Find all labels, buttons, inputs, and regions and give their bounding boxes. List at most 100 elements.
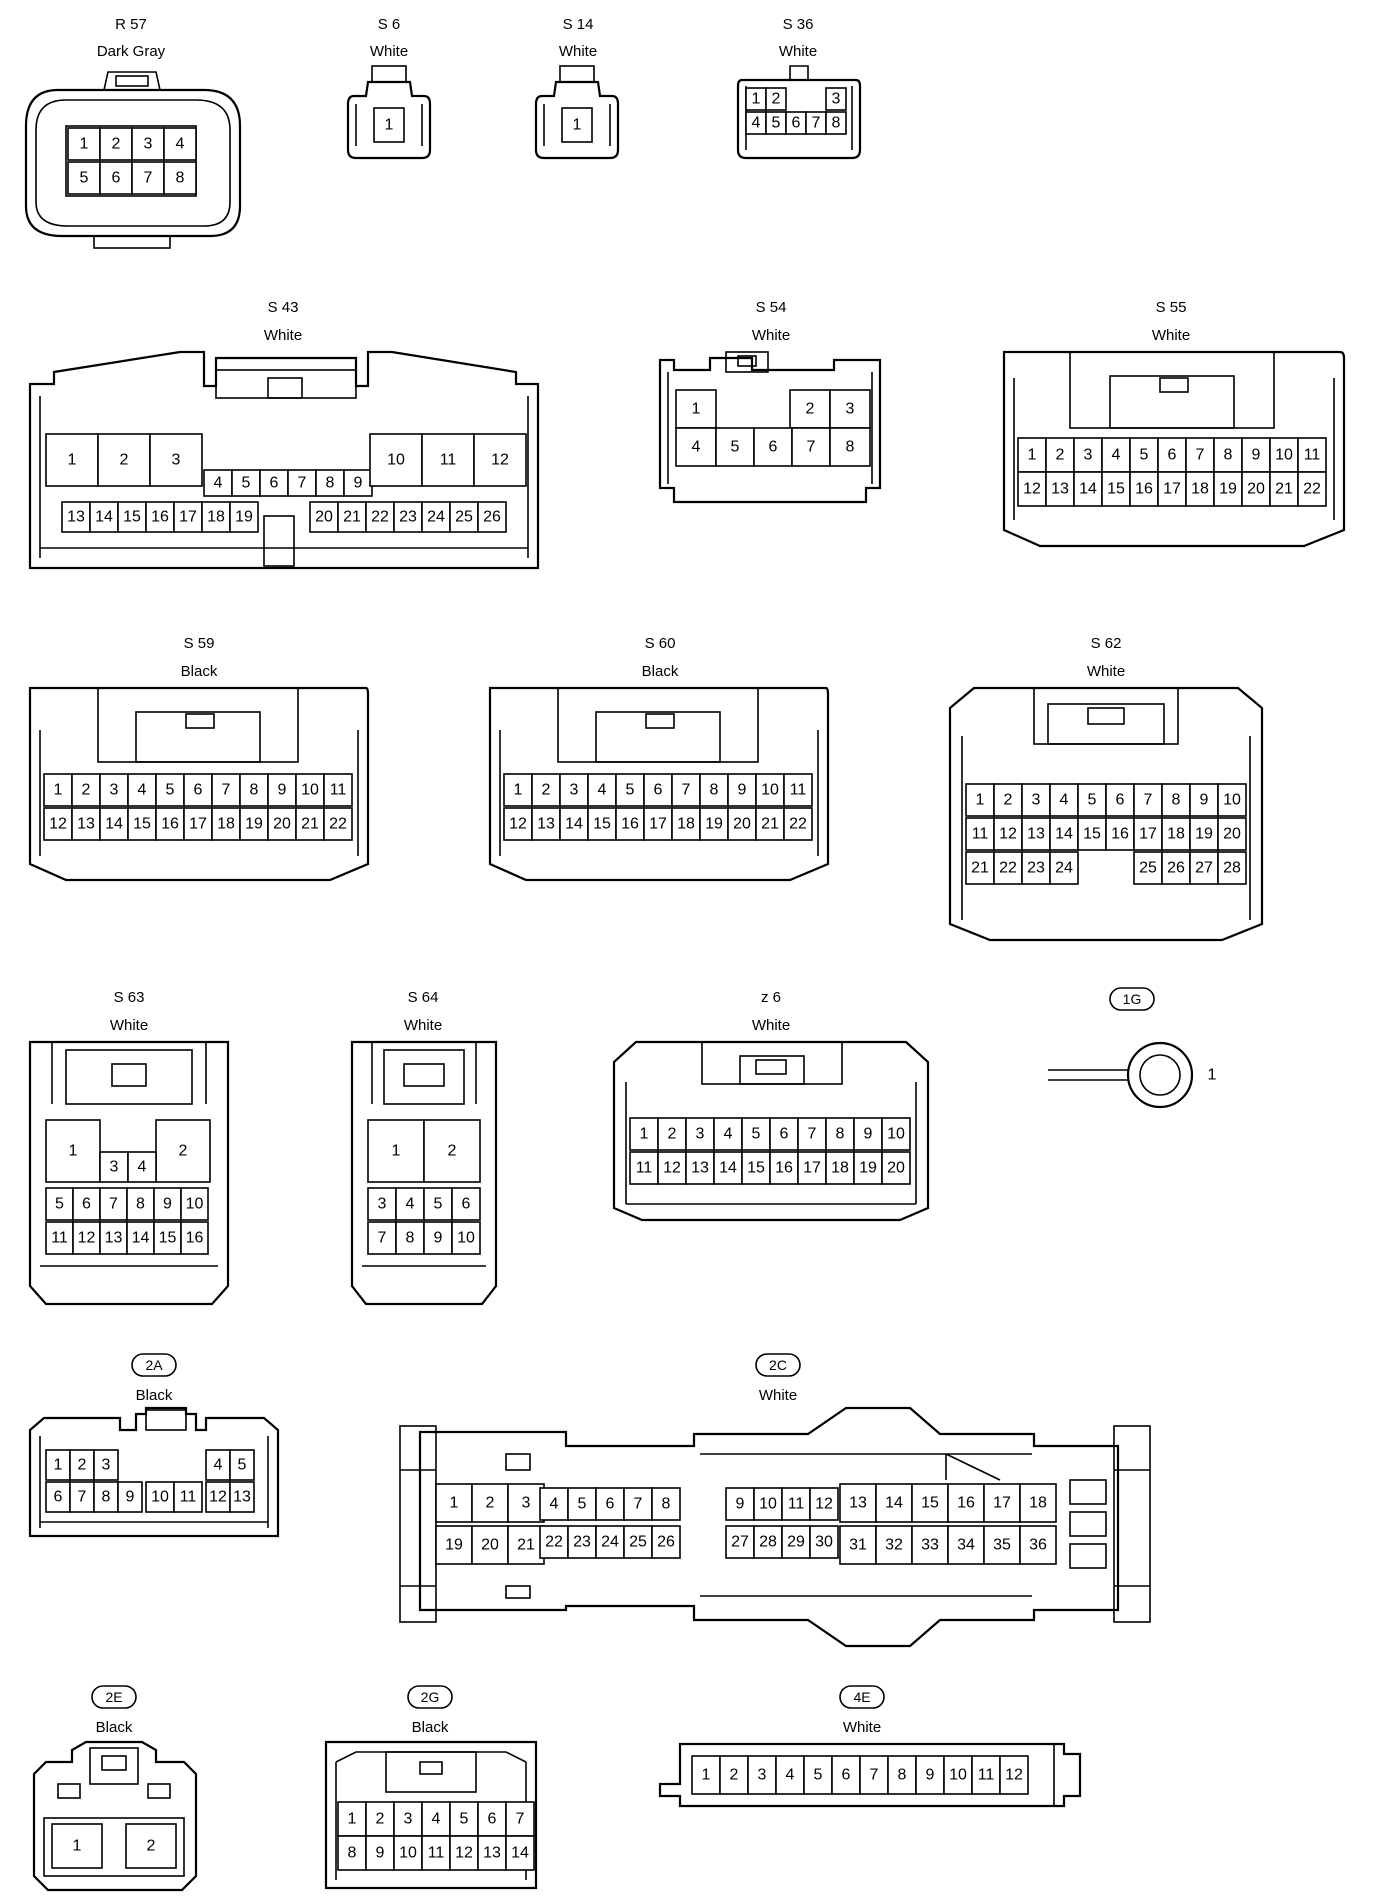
connector-z6: z 6 White [612, 989, 930, 1222]
pin-label: 7 [807, 439, 816, 456]
pin-cavity [1105, 817, 1135, 851]
pin-cavity [651, 1525, 681, 1559]
pin-label: 2 [448, 1143, 457, 1160]
pin-label: 24 [427, 509, 445, 526]
pin-label: 14 [132, 1230, 150, 1247]
pin-label: 12 [815, 1496, 833, 1513]
pin-label: 2 [82, 782, 91, 799]
pin-cavity [201, 501, 231, 533]
pin-label: 1 [1208, 1067, 1217, 1084]
pin-cavity [657, 1151, 687, 1185]
pin-label: 22 [371, 509, 389, 526]
connector-code-oval [839, 1685, 885, 1709]
pin-cavity [93, 1449, 119, 1481]
pin-label: 10 [949, 1767, 967, 1784]
pin-label: 11 [330, 782, 347, 799]
pin-cavity [471, 1483, 509, 1523]
connector-color: White [759, 1387, 797, 1404]
pin-label: 22 [789, 816, 807, 833]
pin-label: 7 [812, 115, 821, 132]
pin-label: 21 [301, 816, 319, 833]
pin-label: 20 [733, 816, 751, 833]
pin-cavity [675, 389, 717, 429]
pin-cavity [789, 389, 831, 429]
pin-cavity [859, 1755, 889, 1795]
pin-cavity [125, 1823, 177, 1869]
pin-label: 2 [486, 1495, 495, 1512]
pin-label: 12 [491, 452, 509, 469]
pin-label: 7 [808, 1126, 817, 1143]
pin-cavity [643, 807, 673, 841]
pin-label: 20 [273, 816, 291, 833]
pin-cavity [765, 87, 787, 111]
pin-label: 5 [626, 782, 635, 799]
pin-label: 18 [831, 1160, 849, 1177]
pin-cavity [629, 1151, 659, 1185]
pin-label: 27 [1195, 860, 1213, 877]
pin-cavity [180, 1187, 209, 1221]
pin-label: 1 [1028, 447, 1037, 464]
pin-label: 3 [696, 1126, 705, 1143]
pin-label: 25 [1139, 860, 1157, 877]
connector-color: Black [412, 1719, 449, 1736]
pin-label: 8 [406, 1230, 415, 1247]
pin-label: 2 [542, 782, 551, 799]
pin-cavity [423, 1119, 481, 1183]
pin-label: 9 [126, 1489, 135, 1506]
pin-label: 14 [1079, 481, 1097, 498]
pin-label: 17 [803, 1160, 821, 1177]
pin-label: 16 [621, 816, 639, 833]
pin-label: 17 [189, 816, 207, 833]
pin-label: 5 [814, 1767, 823, 1784]
pin-cavity [180, 1221, 209, 1255]
pin-cavity [153, 1221, 182, 1255]
pin-cavity [505, 1801, 535, 1837]
pin-cavity [45, 1449, 71, 1481]
pin-cavity [1297, 471, 1327, 507]
pin-label: 28 [1223, 860, 1241, 877]
connector-color: Black [642, 663, 679, 680]
pin-label: 17 [993, 1495, 1011, 1512]
pin-label: 11 [790, 782, 807, 799]
pin-label: 18 [1029, 1495, 1047, 1512]
pin-cavity [315, 469, 345, 497]
connector-S36: S 36 White [736, 16, 862, 160]
pin-label: 7 [222, 782, 231, 799]
pin-cavity [999, 1755, 1029, 1795]
connector-color: Black [136, 1387, 173, 1404]
pin-label: 2 [730, 1767, 739, 1784]
pin-label: 3 [144, 136, 153, 153]
pin-label: 9 [1252, 447, 1261, 464]
pin-cavity [1073, 471, 1103, 507]
pin-cavity [1049, 783, 1079, 817]
connector-code: S 54 [756, 299, 787, 316]
pin-cavity [1269, 471, 1299, 507]
pin-label: 12 [999, 826, 1017, 843]
pin-cavity [1021, 817, 1051, 851]
pin-cavity [205, 1449, 231, 1481]
pin-cavity [99, 161, 133, 195]
pin-label: 11 [978, 1767, 995, 1784]
connector-code: S 14 [563, 16, 594, 33]
pin-cavity [615, 807, 645, 841]
pin-cavity [1189, 817, 1219, 851]
connector-S59: S 59 Black [28, 635, 370, 882]
pin-cavity [1241, 437, 1271, 473]
pin-label: 10 [1275, 447, 1293, 464]
pin-cavity [99, 1151, 129, 1183]
pin-label: 9 [736, 1496, 745, 1513]
pin-cavity [72, 1221, 101, 1255]
pin-cavity [367, 1221, 397, 1255]
pin-cavity [99, 1221, 128, 1255]
pin-cavity [615, 773, 645, 807]
pin-label: 7 [144, 170, 153, 187]
pin-cavity [1101, 471, 1131, 507]
pin-label: 12 [1023, 481, 1041, 498]
pin-label: 19 [245, 816, 263, 833]
pin-label: 22 [329, 816, 347, 833]
pin-cavity [45, 1221, 74, 1255]
pin-label: 1 [692, 401, 701, 418]
pin-label: 1 [348, 1811, 357, 1828]
